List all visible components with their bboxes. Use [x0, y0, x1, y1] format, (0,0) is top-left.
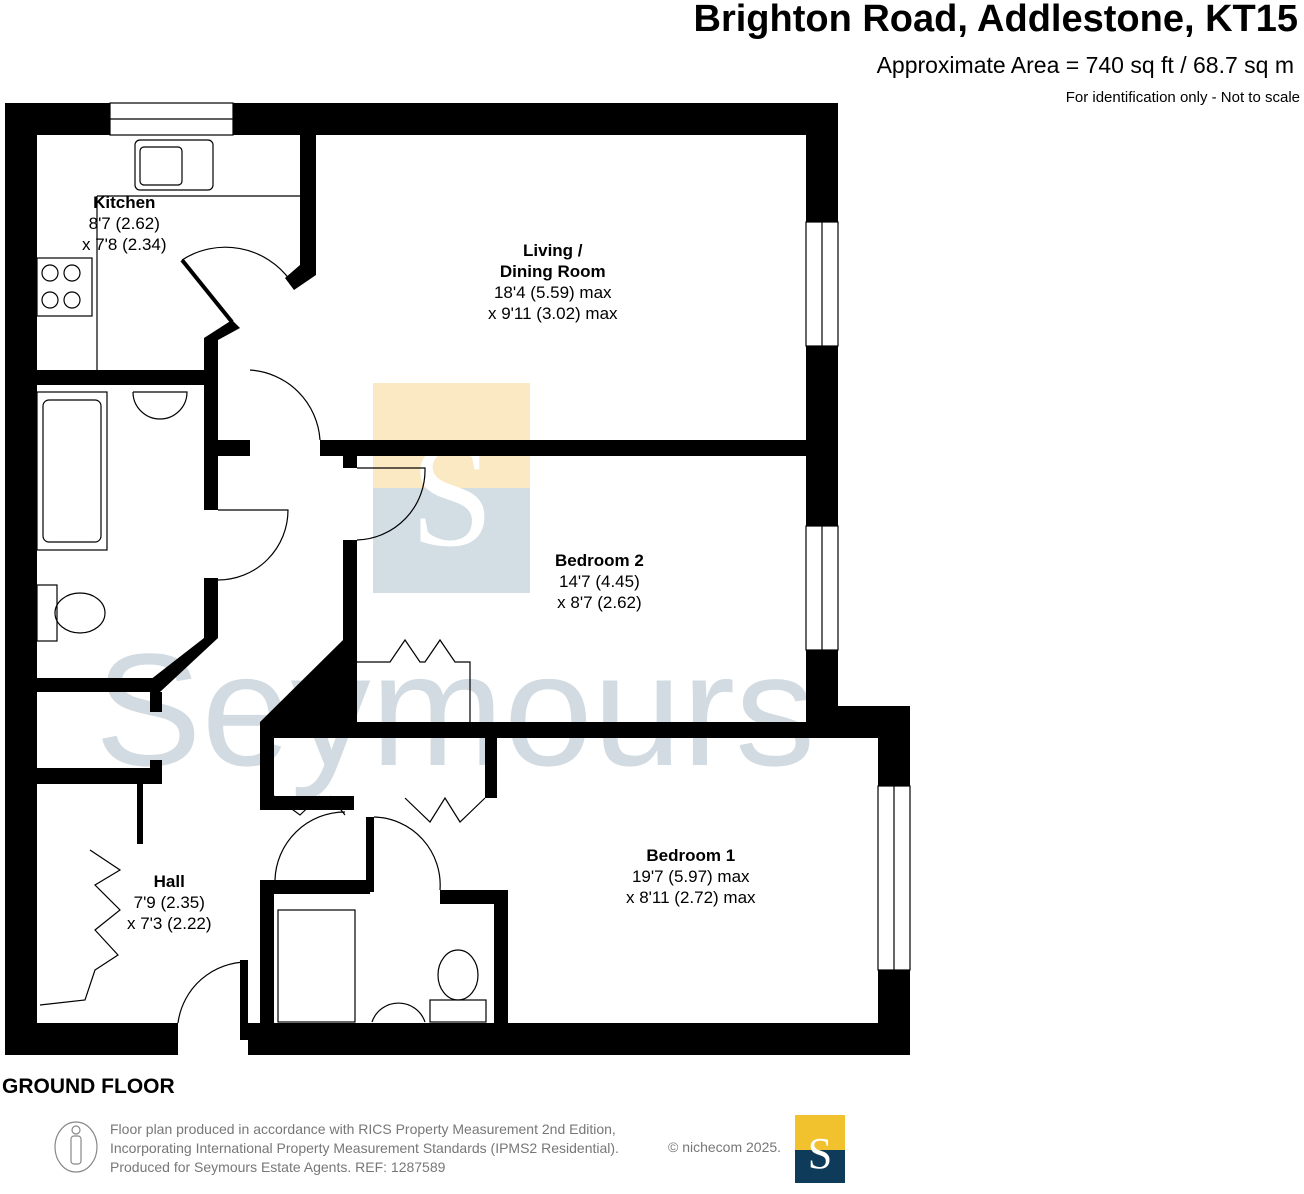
watermark-text: Seymours	[95, 620, 815, 799]
footer-line: Produced for Seymours Estate Agents. REF…	[110, 1159, 446, 1175]
room-name: Bedroom 1	[646, 846, 736, 865]
room-name: Dining Room	[499, 262, 606, 281]
room-dimension: x 8'7 (2.62)	[557, 593, 642, 612]
room-kitchen: Kitchen 8'7 (2.62) x 7'8 (2.34)	[82, 192, 167, 255]
fixtures	[36, 102, 911, 1024]
basin-icon	[371, 1002, 426, 1023]
room-dimension: x 8'11 (2.72) max	[626, 888, 756, 907]
room-bedroom-2: Bedroom 2 14'7 (4.45) x 8'7 (2.62)	[555, 550, 644, 613]
room-name: Living /	[523, 241, 583, 260]
person-icon	[54, 1121, 98, 1173]
room-dimension: x 9'11 (3.02) max	[488, 304, 618, 323]
watermark-letter: S	[410, 412, 493, 578]
shower-icon	[277, 909, 356, 1023]
disclaimer: For identification only - Not to scale	[1065, 89, 1300, 106]
room-dimension: x 7'8 (2.34)	[82, 235, 167, 254]
room-name: Kitchen	[93, 193, 156, 212]
bath-icon	[36, 391, 108, 551]
brand-logo: S	[795, 1115, 845, 1183]
footer-line: Floor plan produced in accordance with R…	[110, 1121, 616, 1137]
copyright: © nichecom 2025.	[668, 1139, 782, 1155]
toilet-icon	[36, 584, 58, 642]
room-dimension: 7'9 (2.35)	[133, 893, 205, 912]
toilet-icon	[429, 999, 487, 1023]
room-dimension: 19'7 (5.97) max	[631, 867, 750, 886]
room-dimension: x 7'3 (2.22)	[127, 914, 212, 933]
room-dimension: 8'7 (2.62)	[88, 214, 160, 233]
room-name: Bedroom 2	[555, 551, 644, 570]
watermark-logo: S	[373, 383, 530, 593]
property-title: Brighton Road, Addlestone, KT15	[693, 0, 1299, 40]
room-dimension: 18'4 (5.59) max	[493, 283, 612, 302]
basin-icon	[132, 391, 188, 420]
room-living-dining: Living / Dining Room 18'4 (5.59) max x 9…	[488, 240, 618, 324]
approximate-area: Approximate Area = 740 sq ft / 68.7 sq m	[876, 52, 1294, 78]
logo-letter: S	[808, 1129, 832, 1178]
floor-label: GROUND FLOOR	[2, 1075, 175, 1098]
room-dimension: 14'7 (4.45)	[559, 572, 640, 591]
room-bedroom-1: Bedroom 1 19'7 (5.97) max x 8'11 (2.72) …	[626, 845, 756, 908]
footer-line: Incorporating International Property Mea…	[110, 1140, 619, 1156]
room-hall: Hall 7'9 (2.35) x 7'3 (2.22)	[127, 871, 212, 934]
walls	[5, 103, 910, 1055]
hob-icon	[36, 257, 93, 317]
footer-text: Floor plan produced in accordance with R…	[110, 1120, 619, 1177]
room-name: Hall	[153, 872, 185, 891]
sink-icon	[134, 139, 214, 191]
